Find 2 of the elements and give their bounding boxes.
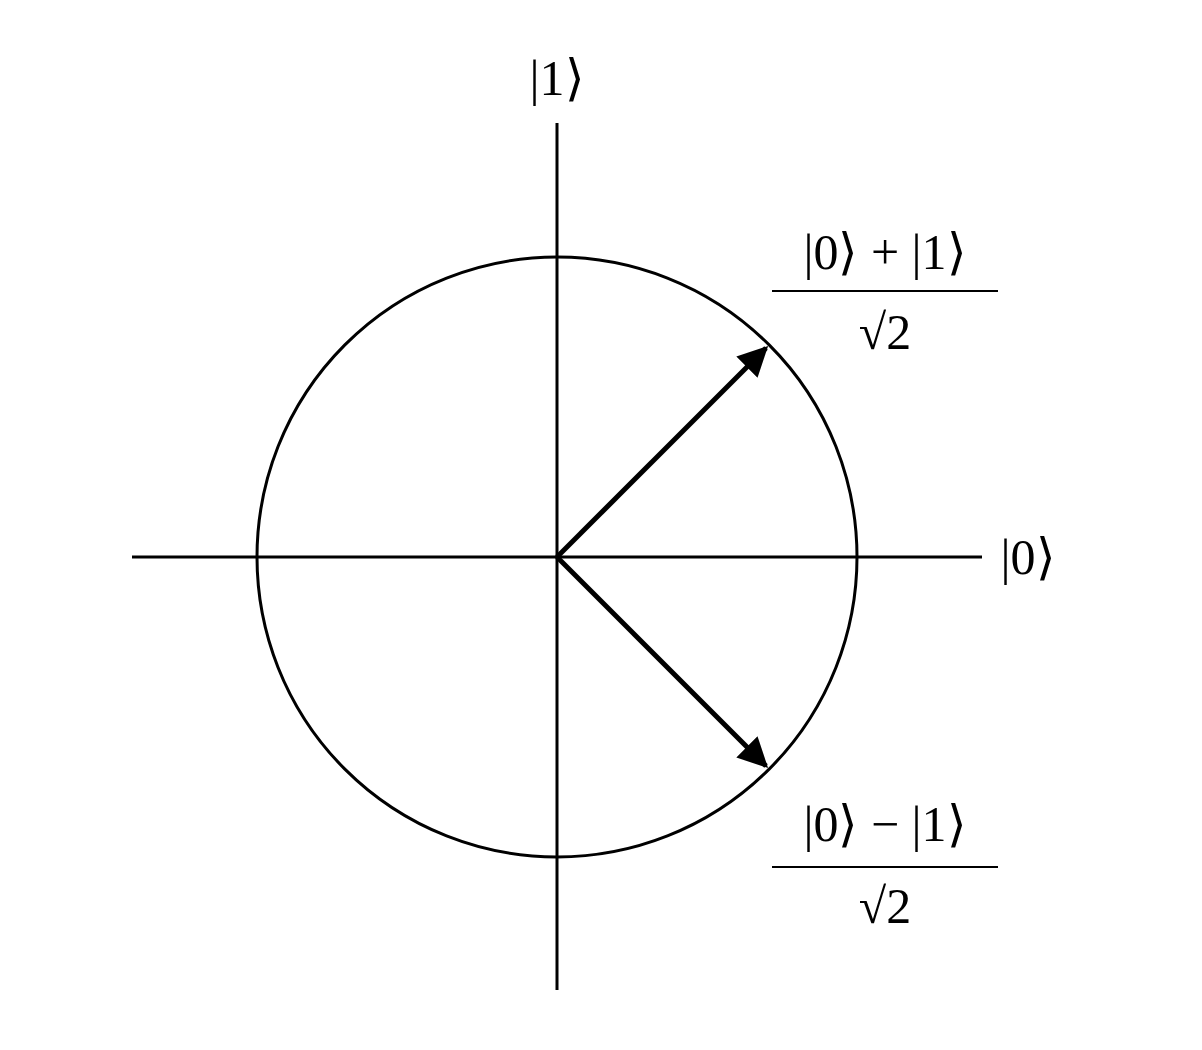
denominator: √2	[858, 307, 912, 357]
denominator: √2	[858, 881, 912, 931]
